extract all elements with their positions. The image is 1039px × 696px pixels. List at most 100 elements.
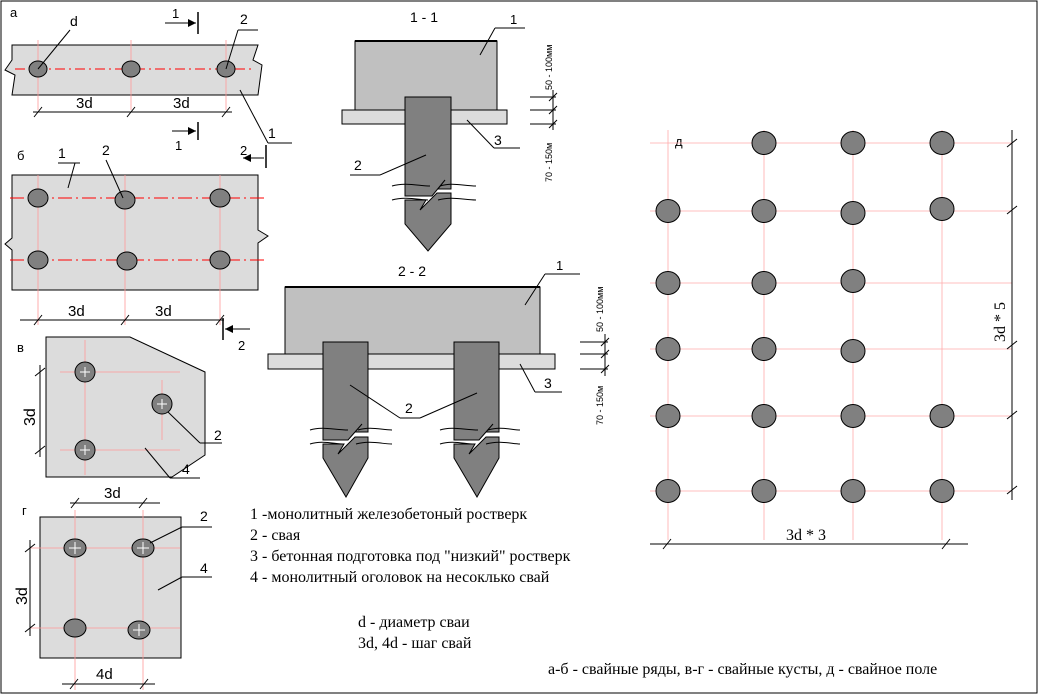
section-title: 2 - 2 — [398, 263, 426, 279]
pile-callout: 2 — [354, 157, 362, 173]
panel-a-single-row: а d 2 1 1 1 3d 3d — [4, 5, 292, 153]
pile-callout: 2 — [240, 11, 248, 27]
prep-callout: 3 — [544, 375, 552, 391]
panel-b-label: б — [17, 148, 24, 163]
dimension-label: 3d — [22, 408, 39, 426]
dimension-tick — [1006, 340, 1018, 350]
break-line — [355, 427, 393, 445]
grillage-callout: 1 — [268, 125, 276, 141]
pile-center-marks — [80, 367, 167, 455]
dimension-label: 3d * 5 — [992, 302, 1009, 342]
leader-line — [479, 27, 496, 56]
pile-circle — [116, 251, 138, 271]
panel-g-label: г — [22, 503, 27, 518]
pile-circle — [751, 199, 777, 223]
leader-line — [149, 526, 183, 544]
pile-circle — [840, 131, 866, 155]
dimension-tick — [33, 314, 43, 326]
legend-note-spacing: 3d, 4d - шаг свай — [358, 635, 472, 652]
panel-d-label: д — [675, 134, 683, 149]
dimension-tick — [139, 678, 149, 690]
pile-section-lower — [404, 192, 452, 252]
dimension-tick — [24, 543, 36, 553]
pile-circle — [929, 404, 955, 428]
pile-circle — [840, 404, 866, 428]
dimension-tick — [221, 106, 231, 118]
legend: 1 -монолитный железобетоный ростверк 2 -… — [250, 506, 937, 678]
dimension-tick — [662, 538, 672, 550]
legend-item-cap: 4 - монолитный оголовок на несоклько сва… — [250, 569, 550, 586]
arrow-head — [188, 127, 196, 135]
arrow-head — [225, 325, 233, 333]
panel-v-pile-cluster: в 2 4 3d — [17, 336, 222, 479]
pile-circle — [655, 479, 681, 503]
pile-circle — [751, 337, 777, 361]
dimension-tick — [1006, 205, 1018, 215]
leader-line — [419, 392, 478, 419]
dimension-label: 3d — [155, 303, 172, 320]
pile-circle — [655, 404, 681, 428]
pile-circle — [209, 188, 231, 208]
field-grid-lines — [650, 130, 1012, 540]
section-number: 1 — [175, 138, 182, 153]
dimension-label: 4d — [96, 666, 113, 683]
legend-item-grillage: 1 -монолитный железобетоный ростверк — [250, 506, 527, 523]
dimension-tick — [548, 105, 558, 115]
pile-circle — [840, 339, 866, 363]
gap-label: 50 - 100мм — [544, 45, 554, 90]
pile-section-lower — [453, 436, 500, 499]
prep-callout: 3 — [494, 132, 502, 148]
arrow-head — [243, 154, 251, 162]
dimension-tick — [120, 314, 130, 326]
leader-line — [524, 273, 546, 306]
leader-line — [37, 29, 71, 70]
figure-caption: а-б - свайные ряды, в-г - свайные кусты,… — [548, 661, 937, 678]
dimension-tick — [548, 92, 558, 102]
dimension-tick — [600, 337, 610, 347]
dimension-tick — [600, 349, 610, 359]
panel-b-double-row: б 1 2 2 2 3d 3d — [4, 142, 269, 353]
dimension-tick — [138, 497, 148, 509]
cap-callout: 4 — [182, 461, 190, 477]
dimension-tick — [1006, 138, 1018, 148]
pile-callout: 2 — [214, 427, 222, 443]
dimension-label: 3d — [104, 485, 121, 502]
break-line — [439, 427, 479, 445]
section-1-1: 1 - 1 1 2 3 50 - 100мм 70 - 150м — [341, 9, 558, 252]
grillage-callout: 1 — [58, 145, 66, 161]
leader-line — [379, 154, 427, 176]
gap-label: 70 - 150м — [544, 143, 554, 182]
pile-circle — [27, 188, 49, 208]
field-piles — [655, 131, 955, 503]
panel-g-pile-cluster: г 2 4 3d 3d 4d — [14, 485, 212, 690]
break-line — [391, 183, 431, 201]
leader-line — [167, 411, 201, 444]
pile-circle — [27, 250, 49, 270]
dimension-label: 3d — [68, 303, 85, 320]
dimension-tick — [126, 106, 136, 118]
leader-line — [519, 363, 536, 393]
pile-cap-v — [45, 336, 206, 478]
leader-line — [144, 447, 171, 479]
dimension-tick — [1006, 410, 1018, 420]
pile-circle — [63, 618, 87, 638]
break-line — [309, 427, 349, 445]
legend-item-prep: 3 - бетонная подготовка под "низкий" рос… — [250, 548, 571, 565]
dimension-tick — [34, 367, 46, 377]
section-number: 2 — [240, 143, 247, 158]
grillage-callout: 1 — [510, 12, 517, 27]
pile-callout: 2 — [405, 400, 413, 416]
pile-circle — [655, 199, 681, 223]
pile-section-upper — [404, 96, 452, 197]
pile-callout: 2 — [200, 508, 208, 524]
leader-line — [239, 89, 269, 144]
dimension-tick — [215, 314, 225, 326]
pile-circle — [929, 479, 955, 503]
dimension-tick — [600, 364, 610, 374]
panel-a-label: а — [10, 5, 18, 20]
dimension-tick — [941, 538, 951, 550]
pile-section-upper — [322, 341, 369, 441]
dimension-tick — [33, 106, 43, 118]
